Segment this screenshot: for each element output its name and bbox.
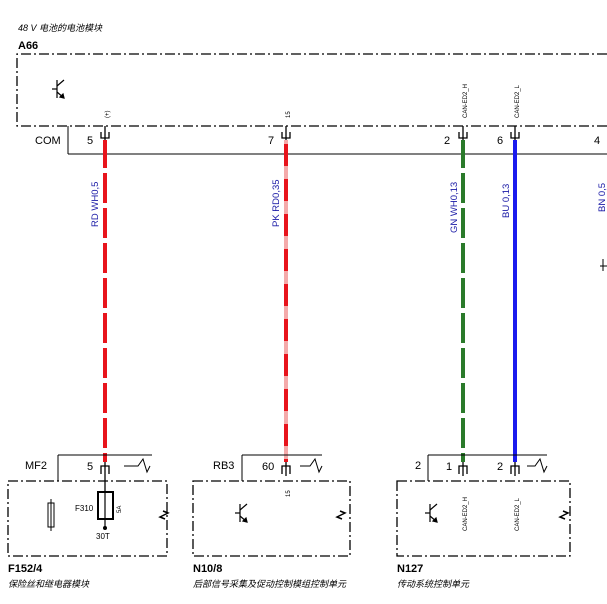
connector-label: MF2	[25, 460, 47, 472]
fuse-holder	[97, 491, 114, 530]
module-code: F152/4	[8, 563, 43, 575]
pin-signal: 15	[286, 111, 292, 118]
fuse-rating: 5A	[117, 506, 123, 513]
pin-signal: (+)	[105, 110, 111, 118]
connector-label: 2	[415, 460, 421, 472]
ground-icon	[158, 510, 170, 520]
pin-signal: 15	[286, 490, 292, 497]
connector-pin-top	[100, 126, 520, 140]
pin-signal: CAN-ED2_L	[515, 84, 521, 118]
module-boundary	[16, 53, 607, 127]
bus-label: COM	[35, 135, 61, 147]
pin-number: 6	[497, 135, 503, 147]
transistor-icon	[52, 79, 65, 99]
module-code: N10/8	[193, 563, 222, 575]
pin-number: 4	[594, 135, 600, 147]
pin-signal: CAN-ED2_H	[463, 84, 469, 118]
fuse-feed: 30T	[96, 532, 110, 541]
switch-icon	[124, 457, 151, 474]
connector-pin-bottom	[100, 462, 110, 492]
module-name: 传动系统控制单元	[397, 579, 470, 589]
wire-label: BU 0,13	[501, 184, 512, 218]
ground-icon	[558, 510, 570, 520]
pin-signal: CAN-ED2_H	[463, 497, 469, 531]
module-boundary	[7, 480, 168, 557]
pin-number: 5	[87, 461, 93, 473]
module-code: N127	[397, 563, 423, 575]
pin-number: 2	[497, 461, 503, 473]
fuse-label: F310	[75, 504, 94, 513]
wire-label: GN WH0,13	[449, 182, 460, 233]
transistor-icon	[235, 503, 248, 523]
pin-number: 5	[87, 135, 93, 147]
connector-pin-bottom	[458, 462, 520, 476]
module-boundary	[192, 480, 351, 557]
switch-icon	[527, 457, 548, 474]
pin-number: 2	[444, 135, 450, 147]
module-boundary	[396, 480, 571, 557]
pin-number: 60	[262, 461, 274, 473]
pin-number: 1	[446, 461, 452, 473]
fuse-icon	[47, 499, 55, 531]
ground-icon	[600, 259, 607, 271]
pin-signal: CAN-ED2_L	[515, 497, 521, 531]
connector-label: RB3	[213, 460, 234, 472]
module-title: 48 V 电池的电池模块	[18, 23, 103, 33]
connector-pin-bottom	[281, 462, 291, 476]
module-name: 保险丝和继电器模块	[8, 579, 90, 589]
switch-icon	[300, 457, 323, 474]
module-code: A66	[18, 40, 38, 52]
wire-label: RD WH0,5	[90, 182, 101, 227]
transistor-icon	[425, 503, 438, 523]
module-name: 后部信号采集及促动控制模组控制单元	[193, 579, 347, 589]
pin-number: 7	[268, 135, 274, 147]
wire-label: BN 0,5	[597, 183, 607, 212]
ground-icon	[335, 510, 347, 520]
wire-label: PK RD0,35	[271, 179, 282, 227]
